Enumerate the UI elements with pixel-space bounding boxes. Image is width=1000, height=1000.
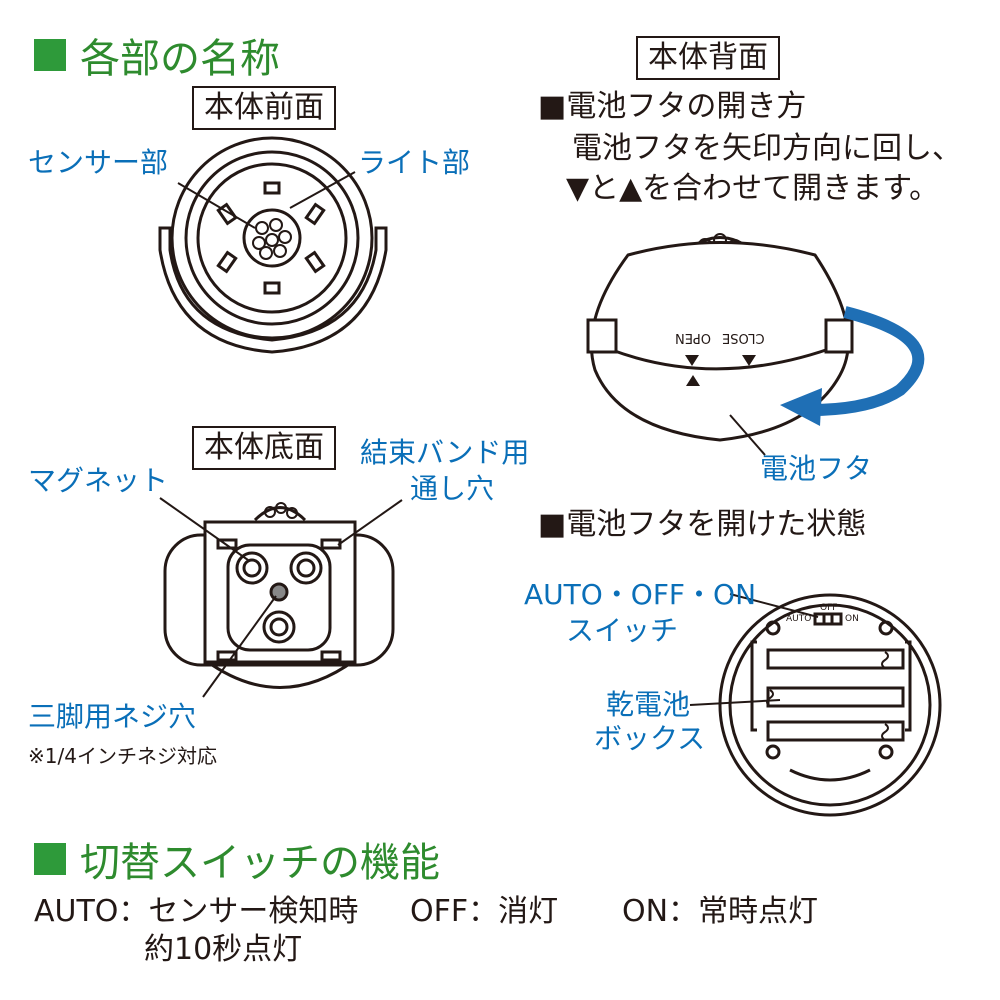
open-mark-text: OPEN — [675, 330, 712, 345]
switch-auto-mark: AUTO — [786, 614, 812, 624]
rotation-arrowhead-icon — [780, 388, 822, 426]
battery-box-label-line1: 乾電池 — [606, 688, 691, 721]
open-instruction-line1: 電池フタを矢印方向に回し、 — [572, 131, 962, 166]
close-marker-icon — [742, 355, 756, 366]
magnet-label: マグネット — [28, 464, 169, 497]
tripod-note: ※1/4インチネジ対応 — [28, 744, 217, 768]
sensor-label: センサー部 — [28, 146, 169, 179]
parts-section-title: 各部の名称 — [80, 36, 280, 82]
how-to-open-heading: ■電池フタの開き方 — [538, 89, 807, 124]
light-label: ライト部 — [358, 146, 471, 179]
rotation-arrow-icon — [809, 306, 925, 416]
battery-cover-label: 電池フタ — [760, 452, 873, 485]
heading-square-icon — [34, 843, 66, 875]
close-mark-text: CLOSE — [722, 330, 765, 345]
off-mode-desc: 消灯 — [498, 894, 559, 929]
function-section-heading: 切替スイッチの機能 — [34, 830, 440, 888]
auto-mode-description: AUTO：センサー検知時 — [34, 893, 358, 931]
bottom-view-drawing — [163, 502, 395, 689]
auto-mode-desc-line1: センサー検知時 — [148, 894, 359, 929]
bottom-view-label: 本体底面 — [192, 426, 336, 470]
auto-mode-desc-line2: 約10秒点灯 — [144, 932, 303, 967]
switch-on-mark: ON — [845, 614, 859, 624]
switch-label-line1: AUTO・OFF・ON — [524, 578, 757, 611]
battery-box-label-line2: ボックス — [594, 722, 706, 755]
on-mode-desc: 常時点灯 — [698, 894, 819, 929]
tripod-hole-label: 三脚用ネジ穴 — [28, 700, 197, 733]
function-section-title: 切替スイッチの機能 — [80, 840, 440, 886]
open-instruction-line2: ▼と▲を合わせて開きます。 — [566, 171, 940, 206]
opened-view-drawing — [718, 593, 942, 817]
off-mode-key: OFF： — [410, 894, 499, 929]
opened-state-heading: ■電池フタを開けた状態 — [538, 507, 867, 542]
band-hole-label-line2: 通し穴 — [410, 472, 495, 505]
heading-square-icon — [34, 39, 66, 71]
parts-section-heading: 各部の名称 — [34, 26, 280, 84]
alignment-marker-icon — [686, 375, 700, 386]
back-view-label: 本体背面 — [636, 36, 780, 80]
on-mode-description: ON：常時点灯 — [622, 893, 818, 931]
auto-mode-key: AUTO： — [34, 894, 149, 929]
off-mode-description: OFF：消灯 — [410, 893, 558, 931]
back-view-drawing — [586, 233, 854, 442]
on-mode-key: ON： — [622, 894, 699, 929]
switch-off-mark: OFF — [820, 603, 838, 613]
open-marker-icon — [685, 355, 699, 366]
band-hole-label-line1: 結束バンド用 — [360, 436, 530, 469]
switch-label-line2: スイッチ — [566, 614, 679, 647]
front-view-label: 本体前面 — [192, 86, 336, 130]
front-view-drawing — [158, 136, 388, 354]
